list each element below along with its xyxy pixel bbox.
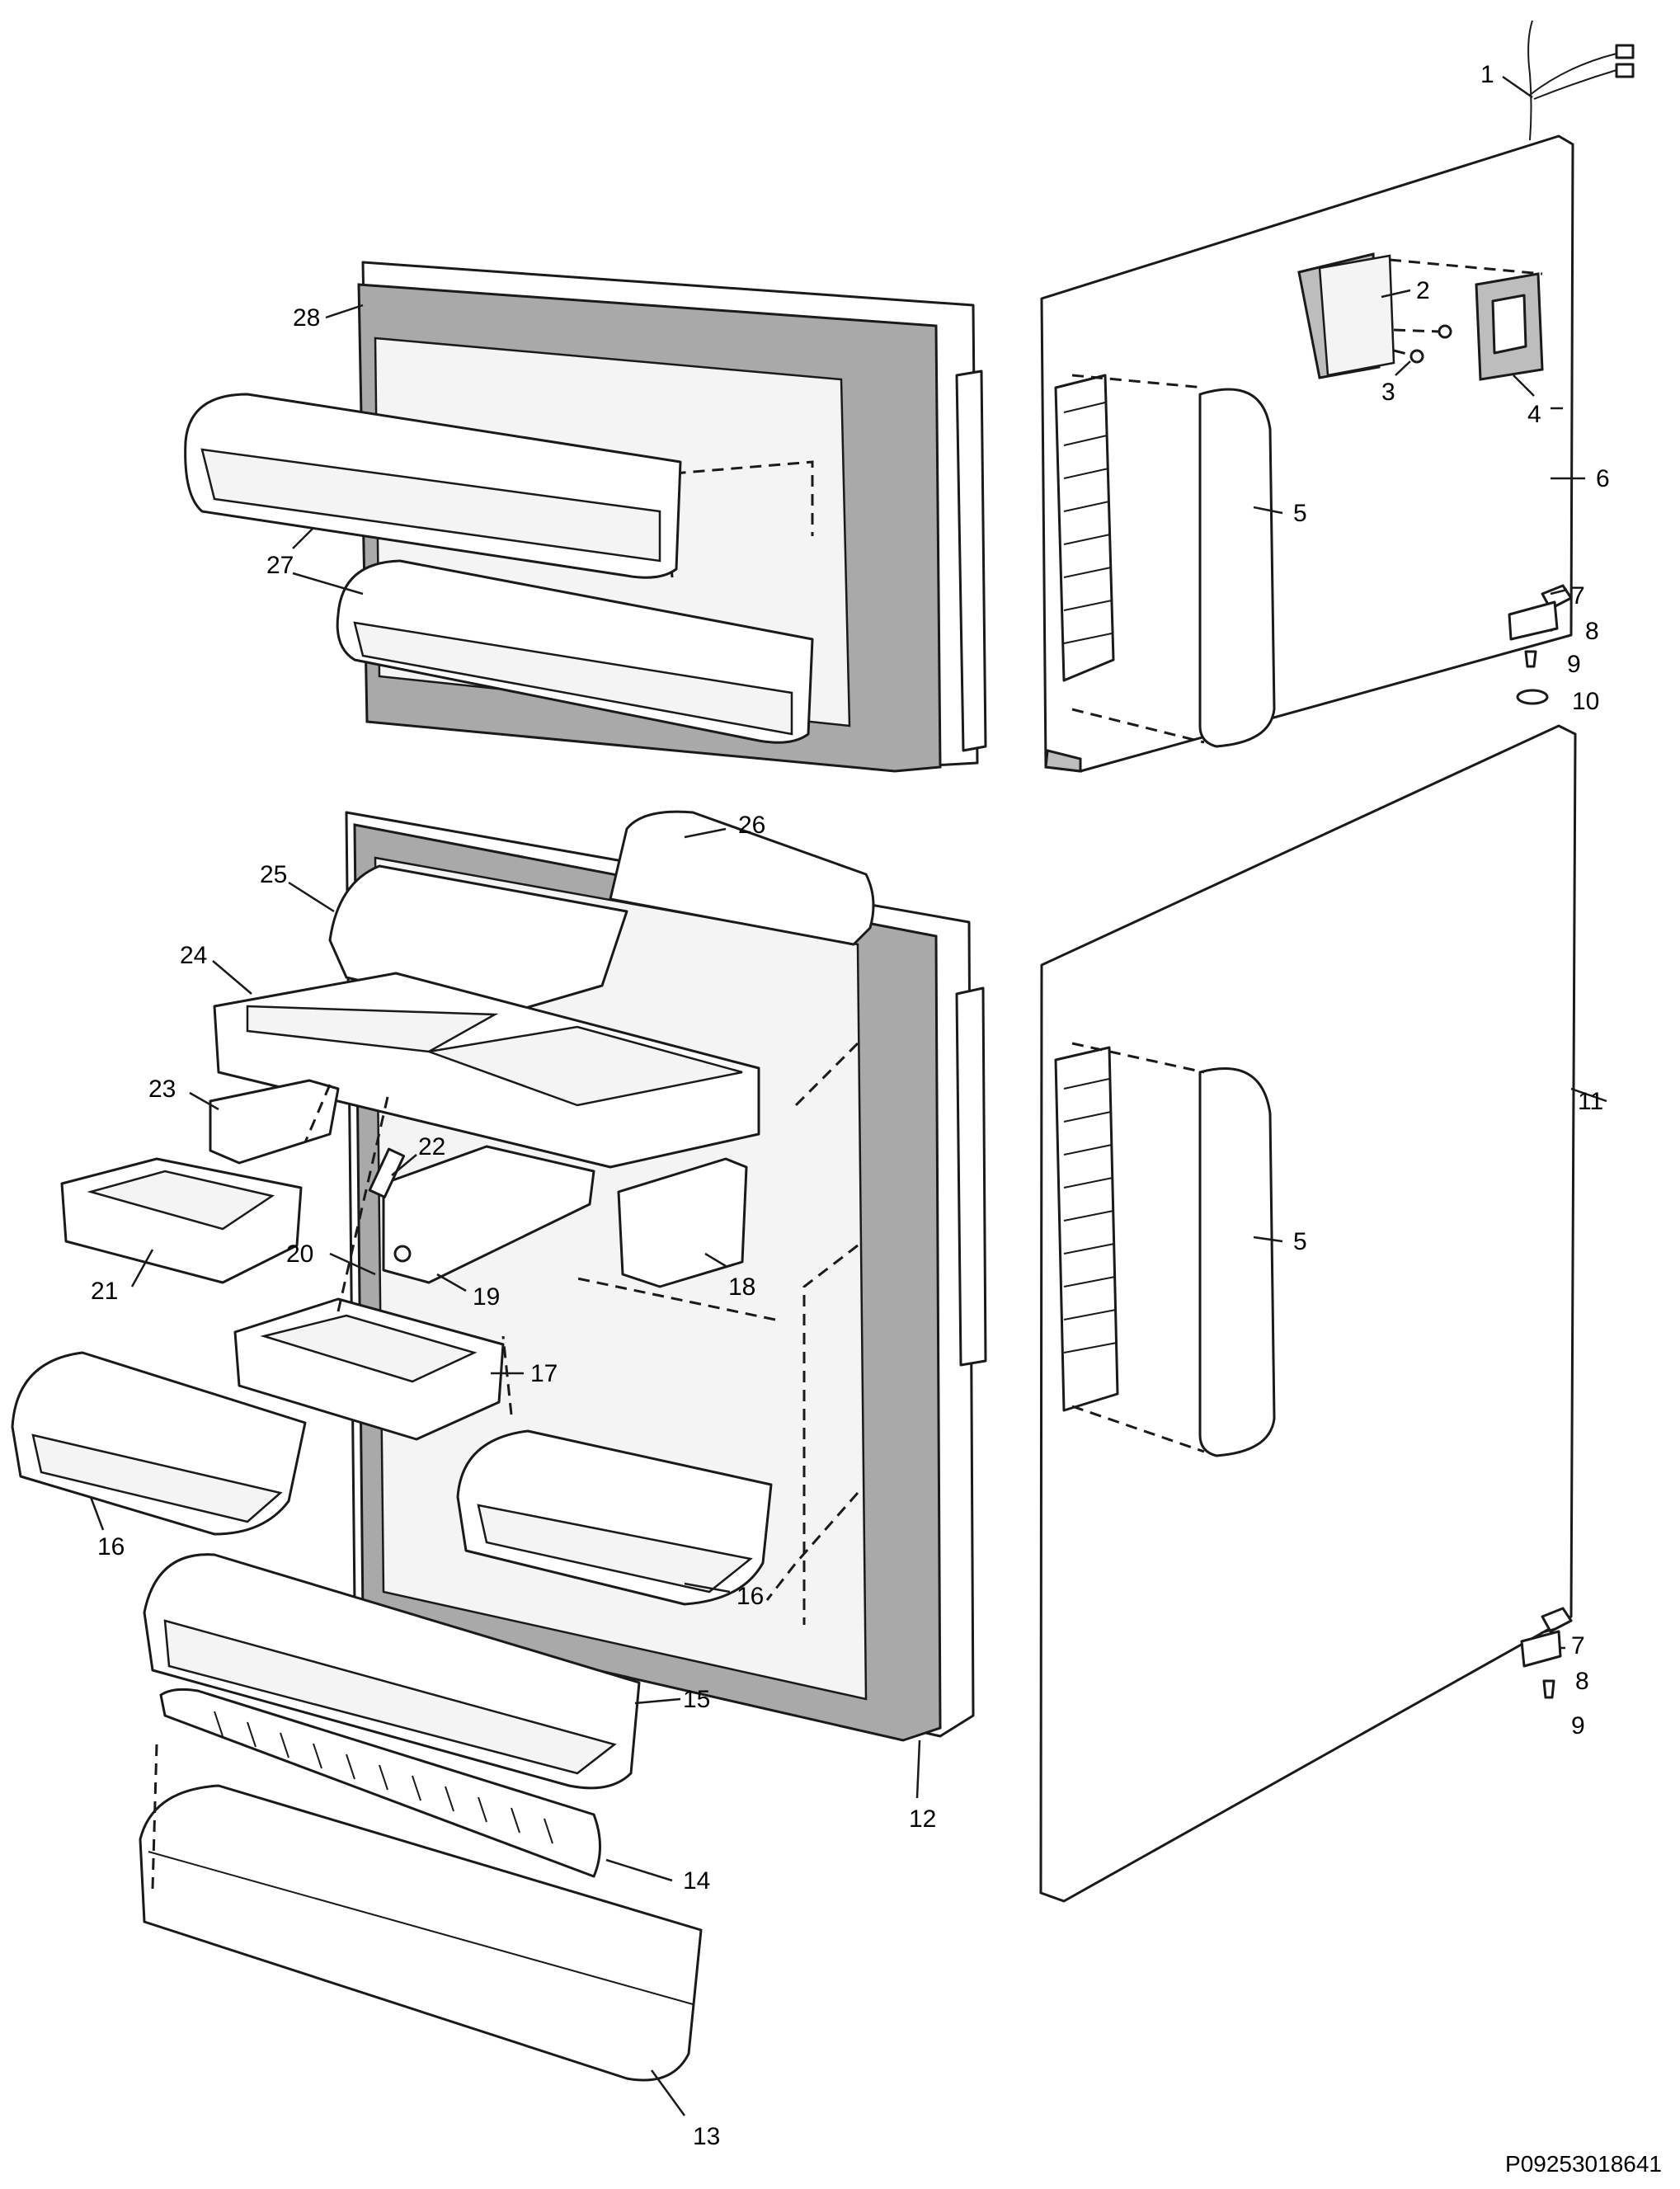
callout-13: 13 — [693, 2123, 720, 2150]
callout-9-lower: 9 — [1571, 1712, 1585, 1739]
egg-tray — [60, 1157, 303, 1284]
callout-1: 1 — [1480, 61, 1494, 88]
small-holder — [209, 1079, 340, 1165]
callout-20: 20 — [286, 1240, 313, 1268]
callout-8-lower: 8 — [1575, 1668, 1589, 1695]
callout-9-upper: 9 — [1567, 651, 1581, 678]
callout-16-right: 16 — [736, 1583, 764, 1610]
fresh-food-door-shelf-long — [143, 1553, 641, 1790]
callout-3: 3 — [1381, 379, 1395, 406]
callout-2: 2 — [1416, 277, 1430, 304]
callout-17: 17 — [530, 1360, 558, 1387]
dairy-bin-cover — [609, 810, 875, 946]
callout-18: 18 — [728, 1273, 755, 1301]
callout-7-upper: 7 — [1571, 582, 1585, 610]
callout-23: 23 — [148, 1076, 176, 1103]
bottom-door-bin — [139, 1784, 703, 2082]
callout-numbers: 1 2 3 4 5 5 6 7 7 8 8 9 9 10 11 12 13 14… — [91, 61, 1610, 2150]
callout-16-left: 16 — [97, 1533, 125, 1561]
bottle-retainer — [159, 1688, 601, 1878]
fresh-food-door-bin-right — [456, 1429, 773, 1606]
callout-25: 25 — [260, 861, 287, 888]
catalog-code: P09253018641 — [1505, 2151, 1662, 2177]
freezer-door-shelf-upper — [184, 393, 682, 579]
callout-5-lower: 5 — [1293, 1228, 1307, 1255]
callout-28: 28 — [293, 304, 320, 332]
callout-15: 15 — [683, 1686, 710, 1713]
callout-22: 22 — [418, 1133, 445, 1160]
fresh-food-door-outer — [1039, 724, 1577, 1903]
small-door-bin — [617, 1157, 748, 1288]
callout-12: 12 — [909, 1805, 936, 1833]
shelf-bracket-assembly — [368, 1145, 595, 1284]
callout-11: 11 — [1578, 1088, 1603, 1115]
fresh-food-door-bin-middle — [233, 1297, 505, 1441]
callout-8-upper: 8 — [1585, 618, 1599, 645]
callout-14: 14 — [683, 1867, 710, 1895]
callout-26: 26 — [738, 812, 765, 839]
callout-4: 4 — [1527, 401, 1541, 428]
callout-24: 24 — [180, 942, 207, 969]
freezer-door-shelf-lower — [336, 559, 814, 744]
fresh-food-door-bin-left — [11, 1351, 307, 1536]
callout-5-upper: 5 — [1293, 500, 1307, 527]
callout-10: 10 — [1572, 688, 1599, 715]
callout-leaders — [89, 75, 1607, 2116]
callout-27: 27 — [266, 552, 294, 579]
callout-19: 19 — [473, 1283, 500, 1311]
callout-6: 6 — [1596, 465, 1610, 492]
fresh-food-door-shelf-wide — [213, 972, 760, 1169]
callout-21: 21 — [91, 1278, 118, 1305]
callout-7-lower: 7 — [1571, 1632, 1585, 1659]
freezer-door-outer — [1040, 20, 1635, 773]
